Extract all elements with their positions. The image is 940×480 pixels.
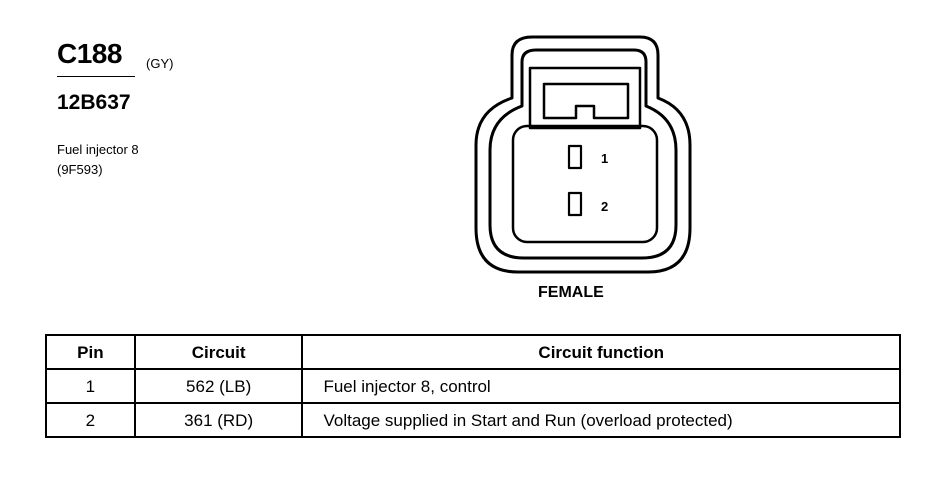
- connector-gender-label: FEMALE: [538, 284, 604, 301]
- cell-circuit: 562 (LB): [133, 368, 304, 404]
- component-code: (9F593): [57, 162, 103, 177]
- connector-latch-frame: [528, 66, 642, 130]
- cell-pin: 2: [45, 402, 136, 438]
- id-underline: [57, 76, 135, 77]
- table-row: 2 361 (RD) Voltage supplied in Start and…: [45, 402, 901, 438]
- cell-pin: 1: [45, 368, 136, 404]
- pin-cavity-2: [567, 191, 583, 217]
- pin-label-2: 2: [601, 199, 608, 214]
- component-description: Fuel injector 8: [57, 142, 139, 157]
- connector-housing-inner: [488, 48, 678, 260]
- connector-mating-face: [511, 124, 659, 244]
- header-circuit: Circuit: [133, 334, 304, 370]
- connector-housing-outer: [474, 35, 692, 274]
- header-circuit-function: Circuit function: [301, 334, 901, 370]
- pin-label-1: 1: [601, 151, 608, 166]
- cell-circuit-function: Fuel injector 8, control: [301, 368, 901, 404]
- color-code: (GY): [146, 56, 174, 71]
- part-number: 12B637: [57, 91, 131, 114]
- pinout-table: Pin Circuit Circuit function 1 562 (LB) …: [45, 334, 901, 438]
- connector-id: C188: [57, 38, 122, 69]
- table-header-row: Pin Circuit Circuit function: [45, 334, 901, 370]
- header-pin: Pin: [45, 334, 136, 370]
- pin-cavity-1: [567, 144, 583, 170]
- connector-latch-tab: [542, 82, 630, 120]
- table-row: 1 562 (LB) Fuel injector 8, control: [45, 368, 901, 404]
- cell-circuit-function: Voltage supplied in Start and Run (overl…: [301, 402, 901, 438]
- cell-circuit: 361 (RD): [133, 402, 304, 438]
